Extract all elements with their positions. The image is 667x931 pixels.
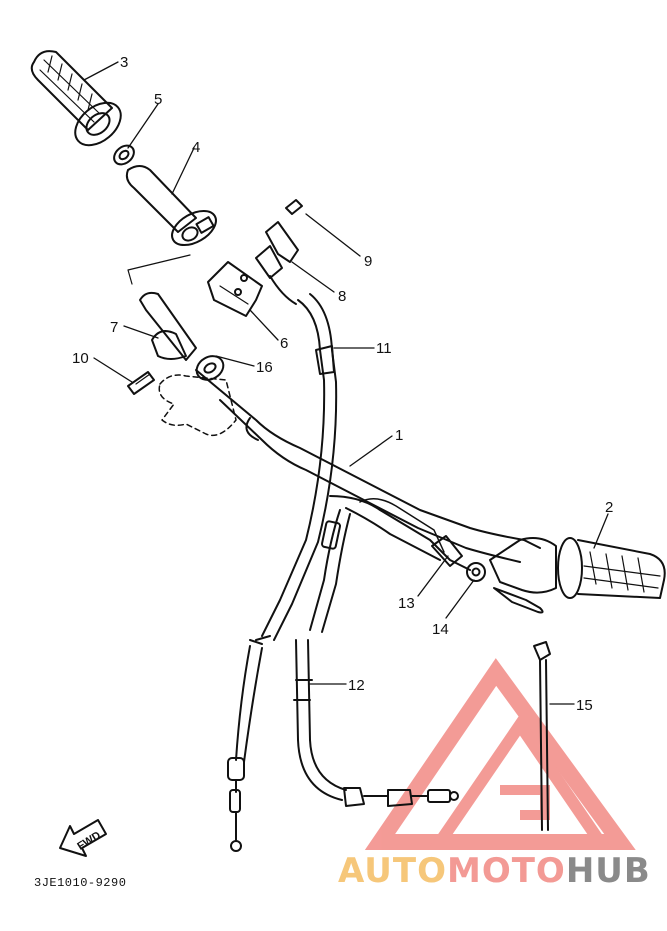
part-label-15: 15 [576, 697, 593, 714]
right-grip [489, 537, 666, 614]
part-label-13: 13 [398, 595, 415, 612]
part-label-4: 4 [192, 139, 200, 156]
return-cable [293, 509, 459, 807]
cable-tie [533, 641, 551, 831]
clamp-bolt [431, 535, 486, 582]
watermark-word-auto: AUTO [338, 851, 447, 891]
part-label-11: 11 [376, 340, 392, 357]
part-label-16: 16 [256, 359, 273, 376]
part-label-14: 14 [432, 621, 449, 638]
lever-bracket [139, 291, 225, 381]
throttle-grip-tube [125, 165, 217, 247]
adjuster-bolt [285, 199, 303, 215]
part-label-9: 9 [364, 253, 372, 270]
part-label-1: 1 [395, 427, 403, 444]
lever-outline-dashed [158, 374, 237, 437]
part-label-12: 12 [348, 677, 365, 694]
handlebar [195, 369, 541, 571]
part-label-6: 6 [280, 335, 288, 352]
left-grip [30, 50, 122, 147]
leader-lines [83, 61, 609, 705]
watermark-word-moto: MOTO [446, 851, 566, 891]
forward-arrow [59, 819, 107, 857]
screw [127, 371, 155, 395]
watermark-text: AUTOMOTOHUB [338, 851, 651, 891]
part-label-2: 2 [605, 499, 613, 516]
assembly-line [127, 254, 191, 285]
cable-adjuster [255, 221, 299, 305]
throttle-cable [227, 293, 338, 852]
throttle-housing [207, 261, 263, 317]
part-label-7: 7 [110, 319, 118, 336]
watermark-logo [364, 658, 636, 850]
diagram-reference-code: 3JE1010-9290 [34, 876, 127, 890]
throttle-collar [113, 144, 135, 166]
part-label-10: 10 [72, 350, 89, 367]
part-label-8: 8 [338, 288, 346, 305]
part-label-5: 5 [154, 91, 162, 108]
fwd-label: FWD [75, 829, 103, 852]
watermark-word-hub: HUB [565, 851, 651, 891]
part-label-3: 3 [120, 54, 128, 71]
